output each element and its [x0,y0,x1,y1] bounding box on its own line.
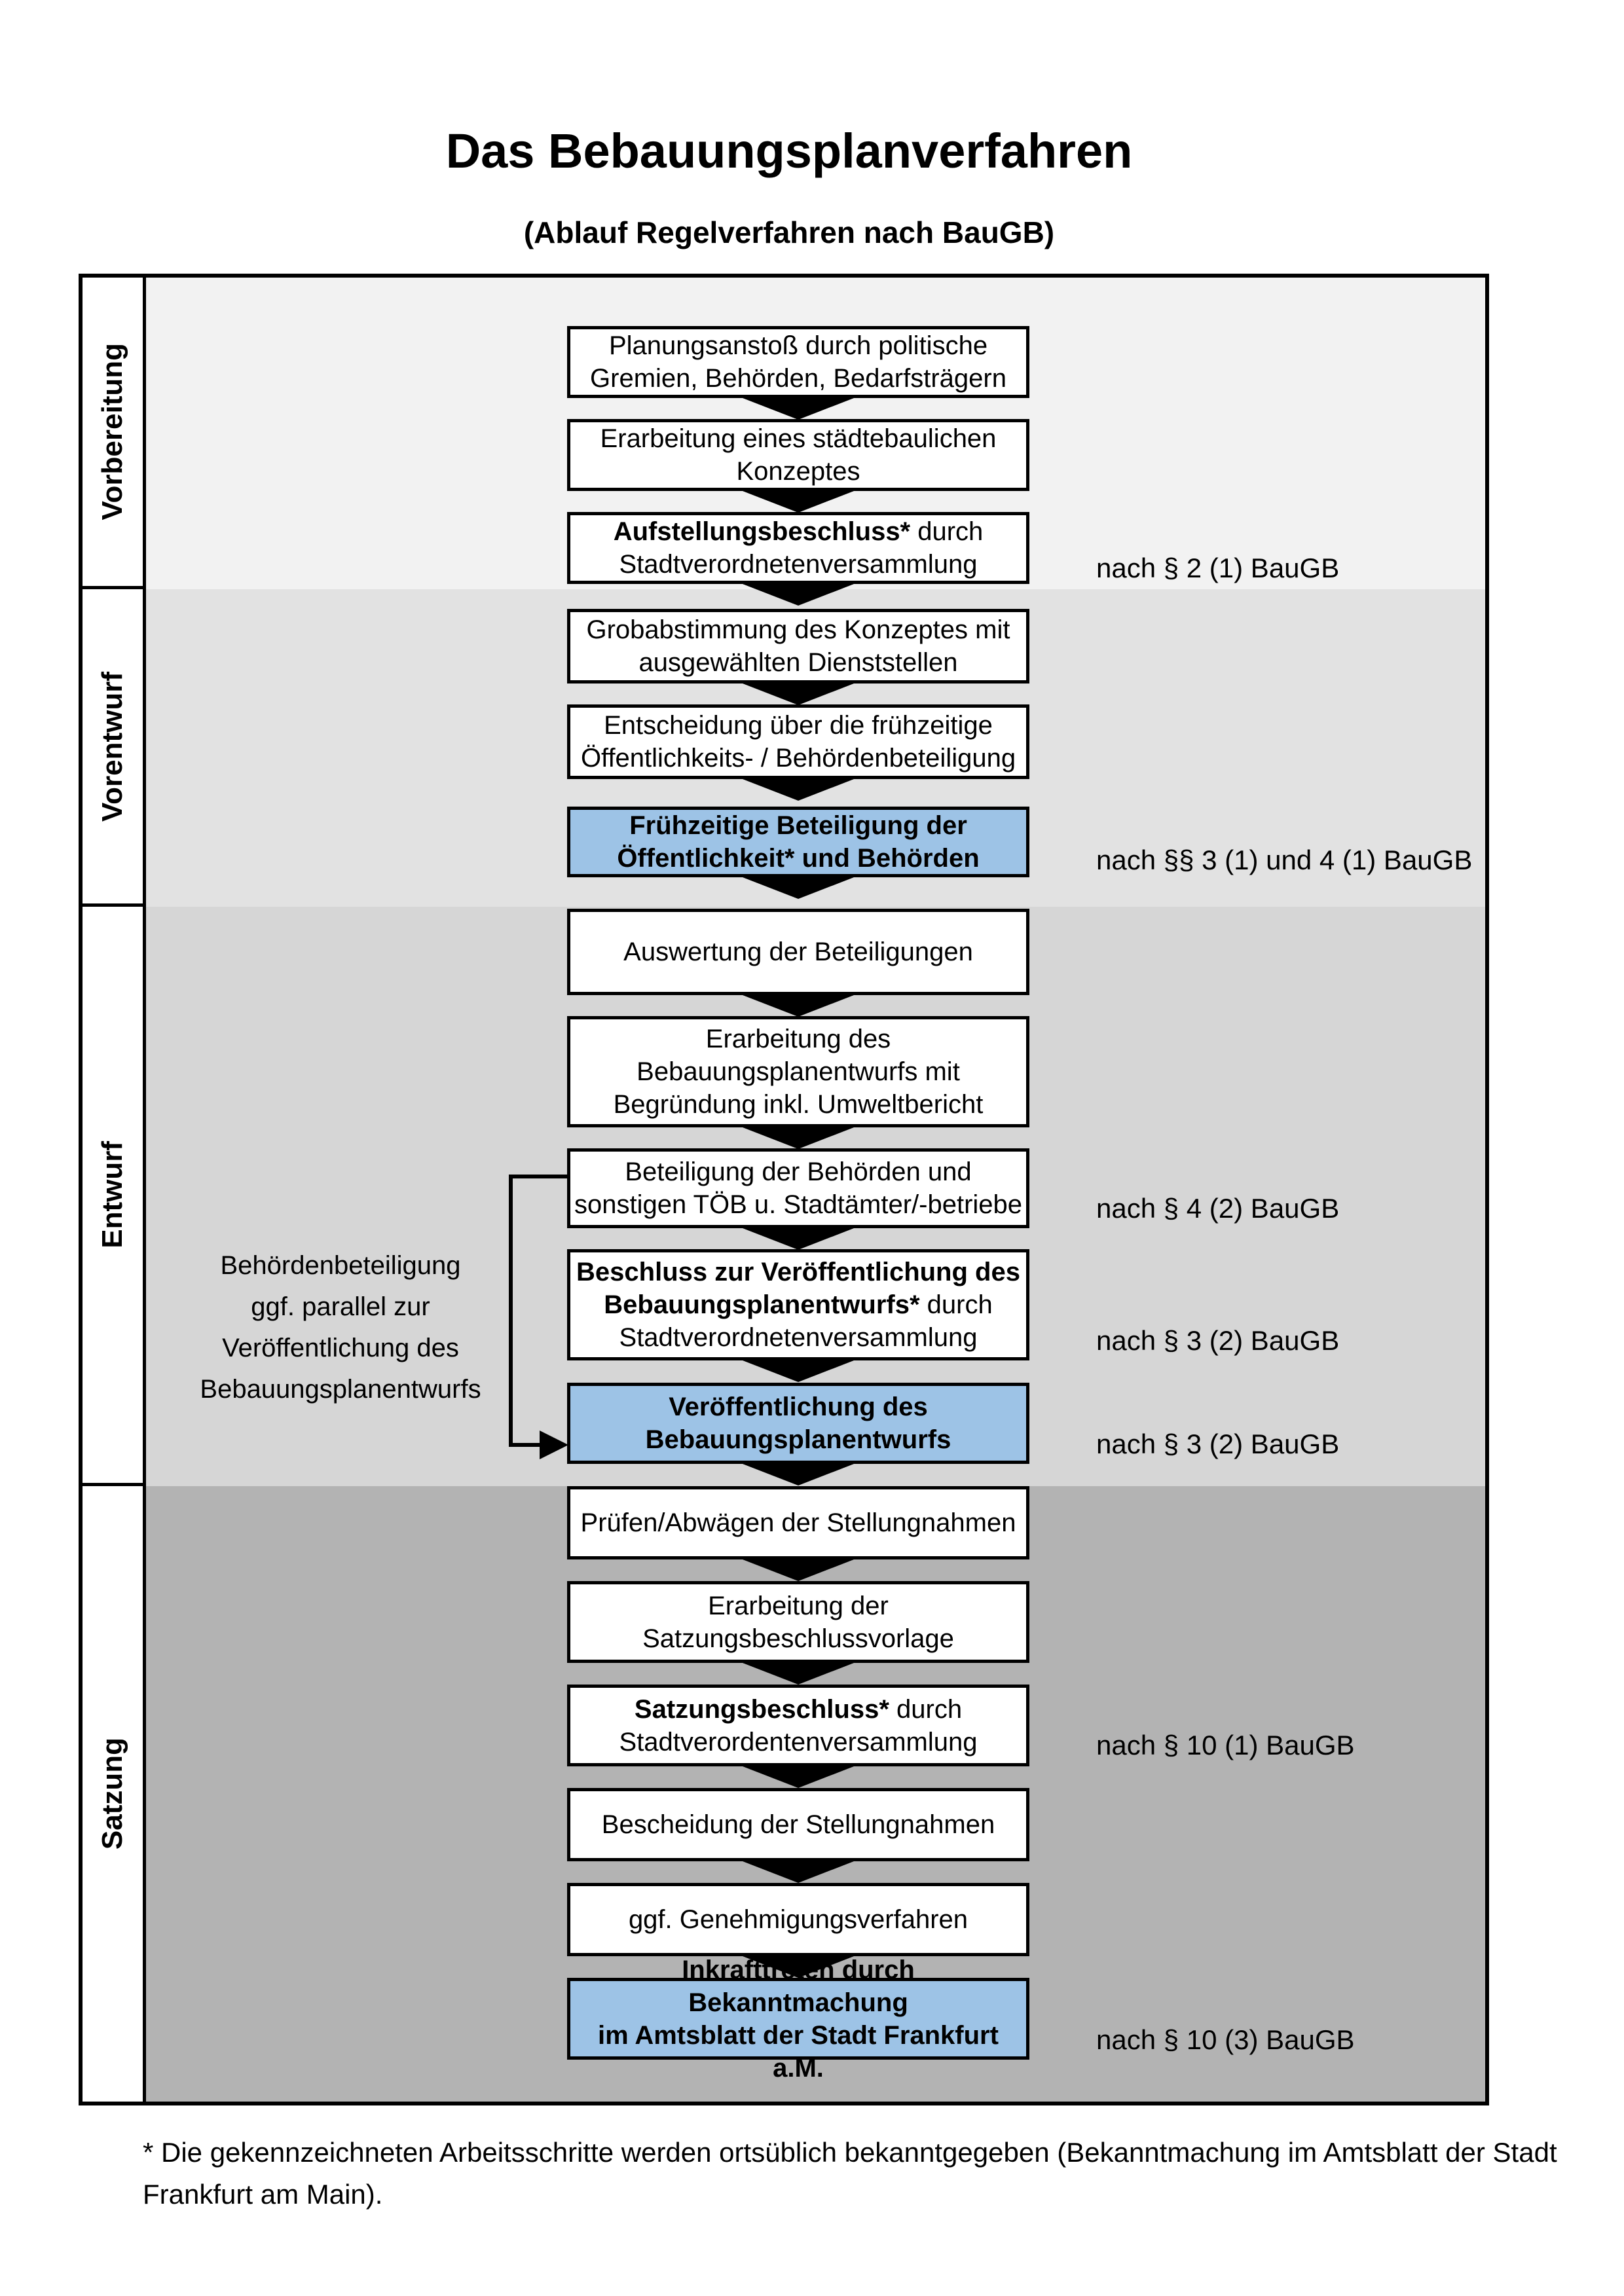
footnote: * Die gekennzeichneten Arbeitsschritte w… [143,2137,1557,2210]
sidebar-cell-satzung: Satzung [83,1486,146,2102]
legal-ref-fruehzeitige-beteiligung: nach §§ 3 (1) und 4 (1) BauGB [1096,845,1473,875]
page-subtitle: (Ablauf Regelverfahren nach BauGB) [523,215,1055,249]
flow-box-text: Veröffentlichung des Bebauungsplanentwur… [645,1393,951,1454]
flow-box-aufstellungsbeschluss: Aufstellungsbeschluss* durch Stadtverord… [567,512,1029,584]
flow-box-staedtebauliches-konzept: Erarbeitung eines städtebaulichen Konzep… [567,419,1029,491]
flow-box-text: Inkrafttreten durch Bekanntmachung im Am… [598,1955,999,2083]
flow-box-behoerdenbeteiligung: Beteiligung der Behörden und sonstigen T… [567,1148,1029,1228]
phase-label-vorentwurf: Vorentwurf [96,671,128,822]
flow-box-text: Erarbeitung eines städtebaulichen Konzep… [600,424,997,486]
sidebar-cell-entwurf: Entwurf [83,907,146,1486]
phase-label-vorbereitung: Vorbereitung [96,343,128,520]
flow-box-satzungsbeschluss: Satzungsbeschluss* durch Stadtverordente… [567,1685,1029,1766]
flow-box-grobabstimmung: Grobabstimmung des Konzeptes mit ausgewä… [567,609,1029,683]
flow-box-bescheidung: Bescheidung der Stellungnahmen [567,1788,1029,1861]
flow-box-entscheidung-beteiligung: Entscheidung über die frühzeitige Öffent… [567,704,1029,779]
legal-ref-aufstellungsbeschluss: nach § 2 (1) BauGB [1096,553,1340,583]
down-arrow-icon [743,779,854,801]
flow-box-text: Entscheidung über die frühzeitige Öffent… [580,711,1016,773]
sidebar-cell-vorbereitung: Vorbereitung [83,278,146,589]
legal-ref-inkrafttreten: nach § 10 (3) BauGB [1096,2024,1355,2055]
flow-box-text: Frühzeitige Beteiligung der Öffentlichke… [617,811,980,873]
bracket-line-vertical [509,1175,513,1447]
down-arrow-icon [743,1956,854,1978]
bracket-line-bottom [509,1443,542,1447]
legal-ref-veroeffentlichungsbeschluss: nach § 3 (2) BauGB [1096,1325,1340,1356]
flow-box-text: Prüfen/Abwägen der Stellungnahmen [580,1508,1016,1537]
flow-box-text: Erarbeitung der Satzungsbeschlussvorlage [642,1591,954,1653]
flow-box-planungsanstoss: Planungsanstoß durch politische Gremien,… [567,326,1029,398]
legal-ref-veroeffentlichung: nach § 3 (2) BauGB [1096,1429,1340,1459]
down-arrow-icon [743,1360,854,1382]
flow-box-auswertung: Auswertung der Beteiligungen [567,909,1029,995]
flow-box-text: Auswertung der Beteiligungen [623,938,973,966]
flow-box-inkrafttreten: Inkrafttreten durch Bekanntmachung im Am… [567,1956,1029,2083]
flow-box-text: ggf. Genehmigungsverfahren [628,1905,969,1934]
down-arrow-icon [743,1559,854,1581]
sidebar-cell-vorentwurf: Vorentwurf [83,589,146,907]
down-arrow-icon [743,1228,854,1250]
flow-box-genehmigungsverfahren: ggf. Genehmigungsverfahren [567,1883,1029,1956]
down-arrow-icon [743,1464,854,1485]
down-arrow-icon [743,1127,854,1149]
page-title: Das Bebauungsplanverfahren [445,124,1133,178]
down-arrow-icon [743,1663,854,1685]
legal-ref-satzungsbeschluss: nach § 10 (1) BauGB [1096,1730,1355,1760]
flow-box-text: Aufstellungsbeschluss* durch Stadtverord… [613,517,984,579]
flow-box-text: Erarbeitung des Bebauungsplanentwurfs mi… [613,1025,984,1119]
down-arrow-icon [743,491,854,513]
flow-box-text: Beteiligung der Behörden und sonstigen T… [574,1157,1023,1219]
phase-label-satzung: Satzung [96,1738,128,1850]
flow-box-pruefen-abwaegen: Prüfen/Abwägen der Stellungnahmen [567,1486,1029,1559]
down-arrow-icon [743,584,854,606]
down-arrow-icon [743,995,854,1017]
down-arrow-icon [743,683,854,705]
down-arrow-icon [743,877,854,899]
phase-label-entwurf: Entwurf [96,1141,128,1248]
flow-box-text: Satzungsbeschluss* durch Stadtverordente… [619,1694,978,1757]
flow-box-satzungsbeschlussvorlage: Erarbeitung der Satzungsbeschlussvorlage [567,1581,1029,1663]
right-arrow-icon [540,1430,568,1459]
parallel-annotation: Behördenbeteiligung ggf. parallel zur Ve… [200,1251,481,1404]
bracket-line-top [509,1175,567,1178]
flow-box-veroeffentlichungsbeschluss: Beschluss zur Veröffentlichung des Bebau… [567,1249,1029,1360]
flow-box-text: Planungsanstoß durch politische Gremien,… [590,331,1006,393]
flow-box-fruehzeitige-beteiligung: Frühzeitige Beteiligung der Öffentlichke… [567,807,1029,877]
legal-ref-behoerdenbeteiligung: nach § 4 (2) BauGB [1096,1193,1340,1224]
down-arrow-icon [743,398,854,420]
flow-box-erarbeitung-entwurf: Erarbeitung des Bebauungsplanentwurfs mi… [567,1016,1029,1127]
down-arrow-icon [743,1861,854,1883]
flow-box-text: Beschluss zur Veröffentlichung des Bebau… [576,1258,1020,1352]
flow-box-text: Bescheidung der Stellungnahmen [601,1810,995,1839]
diagram-frame: Vorbereitung Vorentwurf Entwurf Satzung … [79,274,1489,2105]
flow-box-text: Grobabstimmung des Konzeptes mit ausgewä… [586,615,1010,677]
flow-box-veroeffentlichung: Veröffentlichung des Bebauungsplanentwur… [567,1383,1029,1464]
down-arrow-icon [743,1766,854,1788]
diagram-inner: Vorbereitung Vorentwurf Entwurf Satzung … [83,278,1485,2102]
